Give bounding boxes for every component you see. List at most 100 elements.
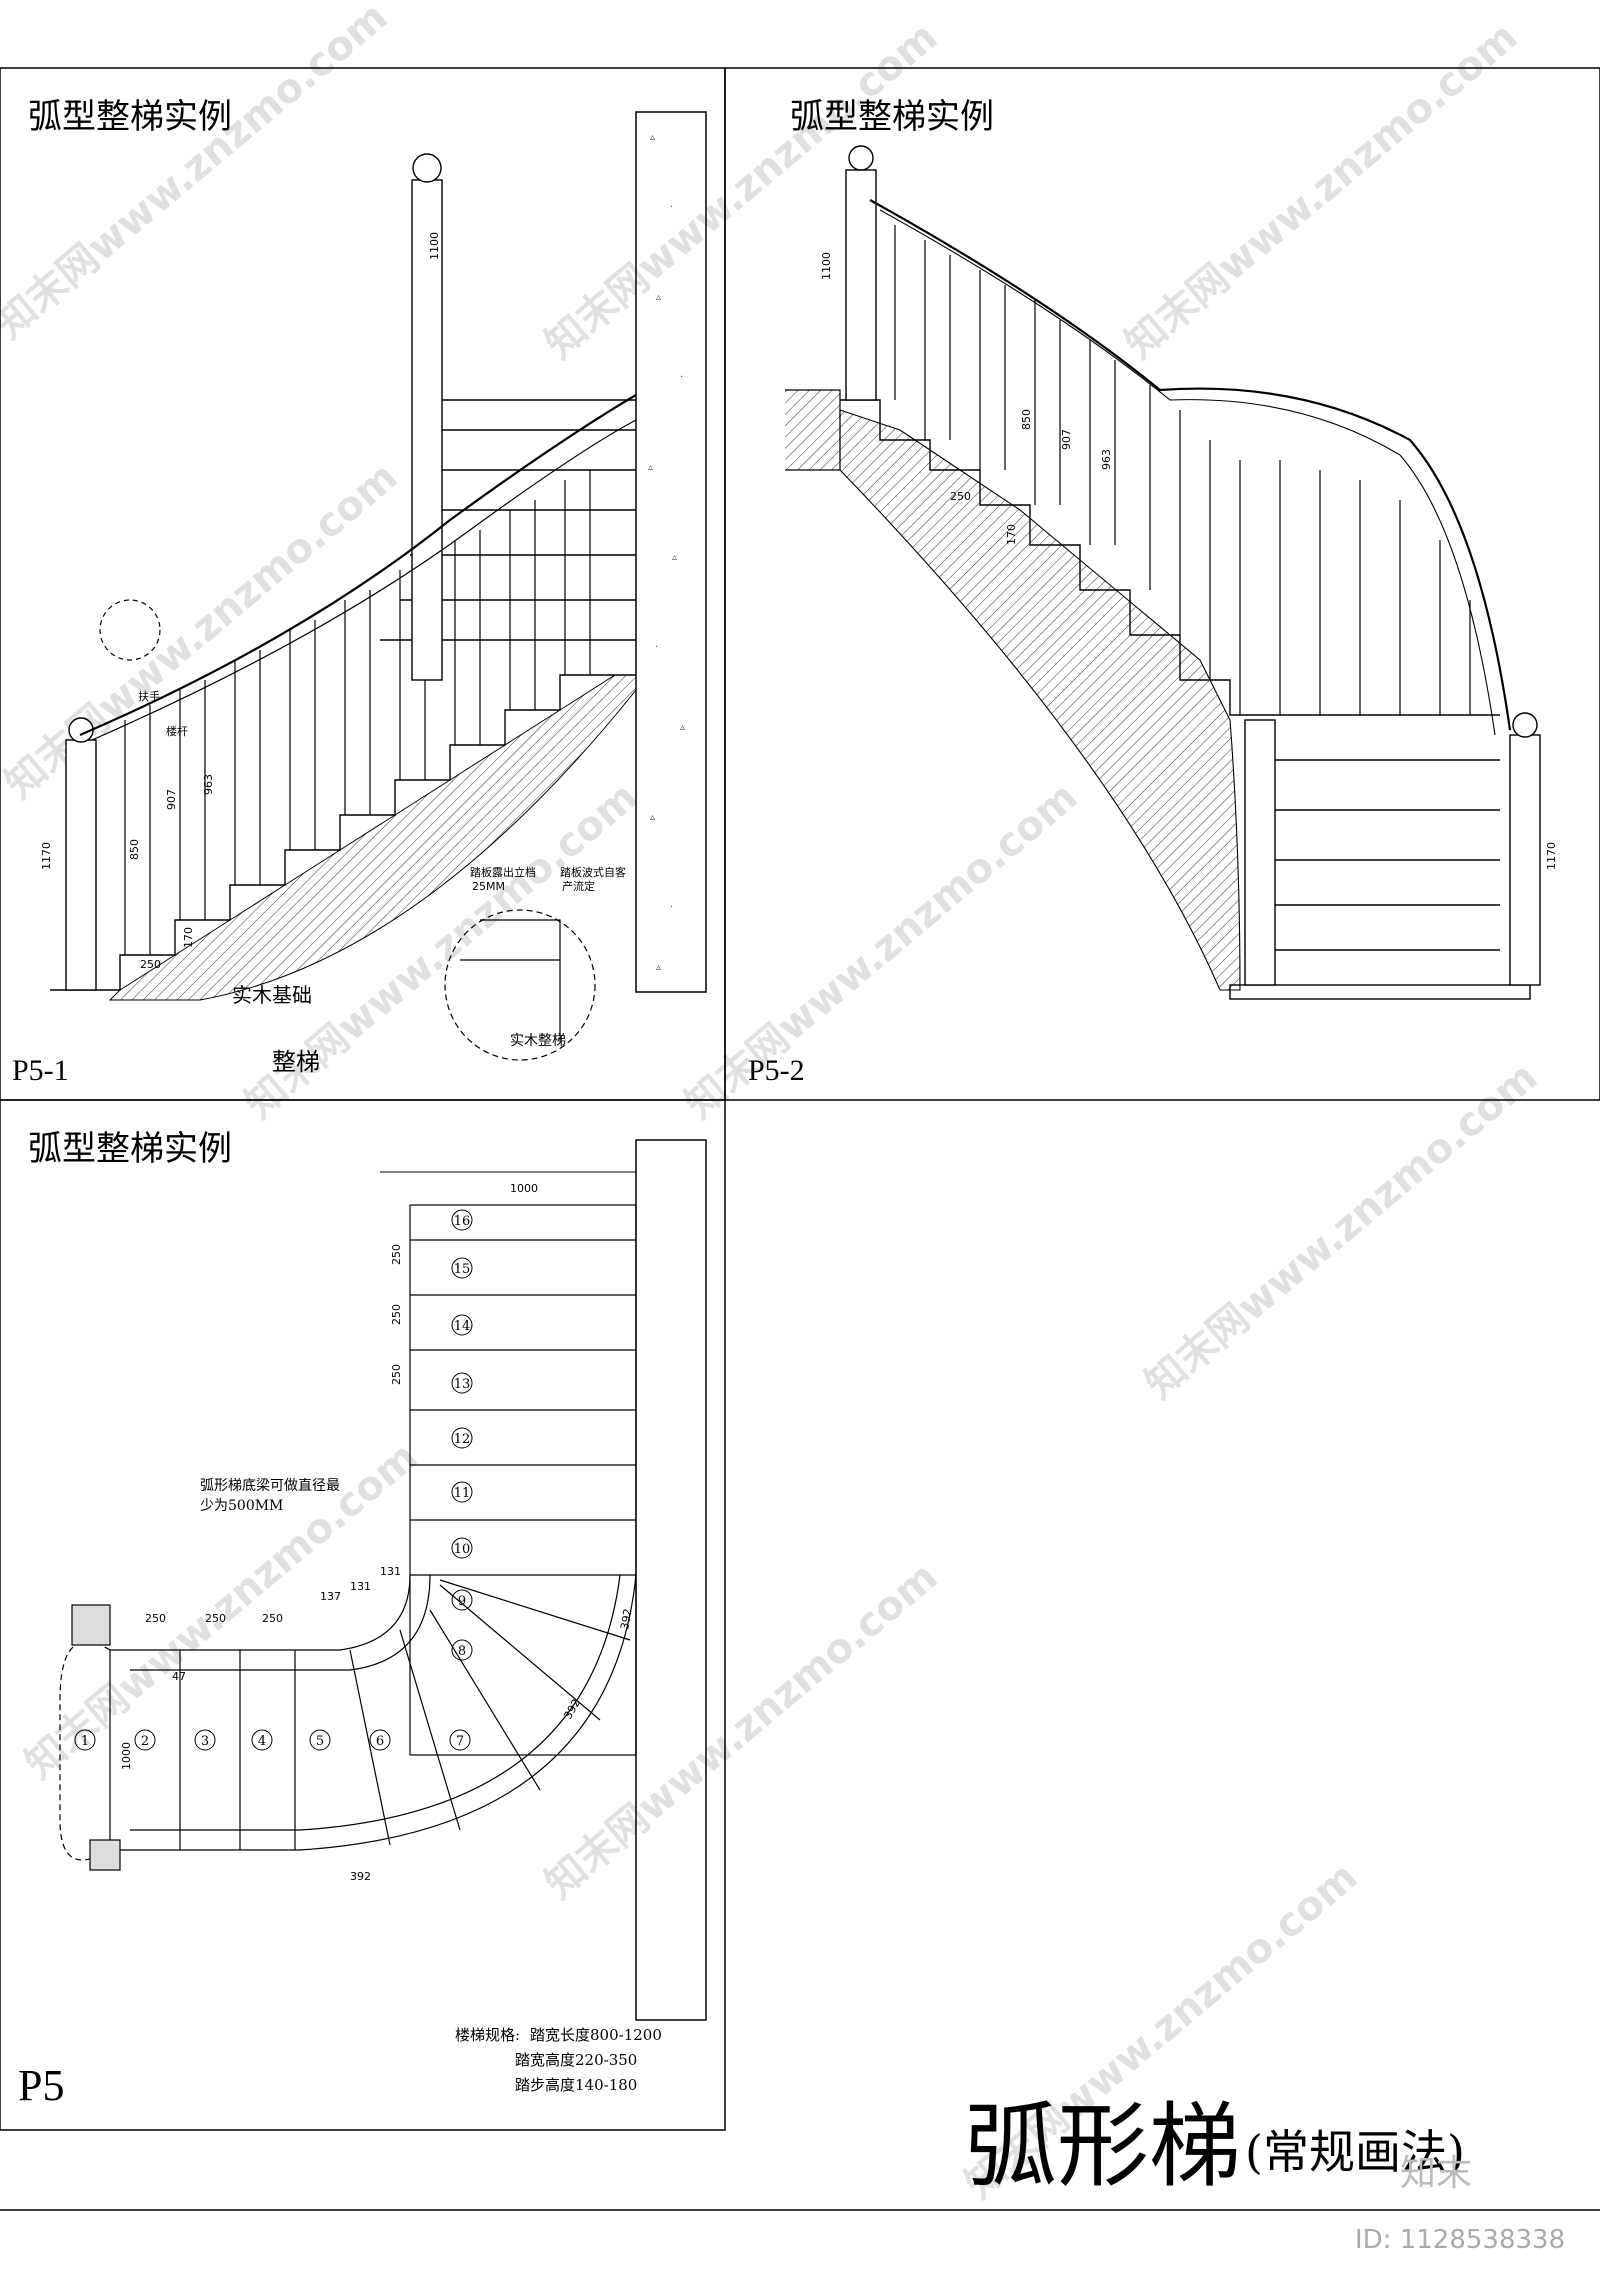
step-number: 6 — [376, 1734, 384, 1749]
svg-text:170: 170 — [1005, 524, 1018, 545]
svg-text:踏板波式自客: 踏板波式自客 — [560, 865, 626, 879]
spec-line: 踏宽长度800-1200 — [530, 2026, 662, 2044]
panel-code: P5 — [18, 2061, 64, 2110]
footer-title: 弧形梯 — [965, 2093, 1241, 2200]
step-number: 8 — [458, 1644, 466, 1659]
svg-text:250: 250 — [390, 1364, 403, 1385]
frame-p52 — [724, 67, 1600, 1101]
svg-text:产流定: 产流定 — [562, 879, 595, 893]
hatched-stringer — [839, 409, 1241, 991]
watermark: 知末网www.znzmo.com — [0, 0, 396, 348]
step-number: 3 — [201, 1734, 209, 1749]
watermark-layer: 知末网www.znzmo.com 知末网www.znzmo.com 知末网www… — [0, 0, 1546, 2208]
logo: 知末 — [1400, 2153, 1472, 2194]
svg-text:▵: ▵ — [672, 552, 677, 563]
svg-text:1000: 1000 — [120, 1742, 133, 1770]
svg-text:907: 907 — [1060, 429, 1073, 450]
svg-text:▵: ▵ — [650, 132, 655, 143]
svg-text:·: · — [670, 902, 673, 913]
svg-text:▵: ▵ — [656, 962, 661, 973]
svg-text:25MM: 25MM — [472, 880, 505, 893]
stair-steps — [840, 399, 1531, 1000]
footer: 弧形梯 (常规画法) 知末 ID: 1128538338 — [965, 2093, 1565, 2255]
base-label: 实木基础 — [232, 983, 312, 1007]
svg-text:392: 392 — [561, 1697, 583, 1722]
svg-text:1170: 1170 — [40, 842, 53, 870]
svg-text:踏板露出立档: 踏板露出立档 — [470, 865, 536, 879]
watermark: 知末网www.znzmo.com — [677, 774, 1086, 1128]
spec-line: 踏宽高度220-350 — [515, 2051, 637, 2069]
svg-text:392: 392 — [618, 1608, 634, 1631]
frame-p5 — [0, 1099, 726, 2131]
panel-code: P5-1 — [12, 1054, 69, 1087]
panel-p5-1: 弧型整梯实例 P5-1 整梯 ▵·▵ ·▵▵ ·▵▵ ·▵ 实木基础 — [12, 97, 707, 1087]
step-number: 7 — [456, 1734, 464, 1749]
panel-p5-2: 弧型整梯实例 P5-2 1100 1170 250 — [748, 97, 1558, 1087]
panel-p5: 弧型整梯实例 P5 1000 16 15 14 13 12 11 10 — [18, 1129, 707, 2110]
svg-text:·: · — [680, 372, 683, 383]
svg-text:1100: 1100 — [428, 232, 441, 260]
step-number: 14 — [454, 1319, 471, 1334]
svg-text:1100: 1100 — [820, 252, 833, 280]
panel-title: 弧型整梯实例 — [28, 1129, 232, 1169]
step-numbers: 16 15 14 13 12 11 10 9 8 7 6 5 4 3 2 1 — [74, 1209, 473, 1751]
beam-note: 少为500MM — [200, 1498, 283, 1514]
spec-line: 踏步高度140-180 — [515, 2076, 637, 2094]
beam-note: 弧形梯底梁可做直径最 — [200, 1477, 340, 1494]
panel-caption: 整梯 — [272, 1048, 320, 1076]
svg-text:47: 47 — [172, 1670, 186, 1683]
dimension-labels: 250 250 250 250 250 250 131 131 137 1000… — [120, 1244, 635, 1883]
svg-text:963: 963 — [1100, 449, 1113, 470]
step-number: 15 — [454, 1262, 471, 1277]
step-number: 4 — [258, 1734, 266, 1749]
svg-text:850: 850 — [128, 839, 141, 860]
step-number: 13 — [454, 1377, 471, 1392]
step-number: 12 — [454, 1432, 471, 1447]
handrail — [869, 199, 1512, 731]
svg-text:250: 250 — [262, 1612, 283, 1625]
watermark: 知末网www.znzmo.com — [537, 1554, 946, 1908]
newel-posts — [845, 145, 1541, 986]
svg-text:▵: ▵ — [656, 292, 661, 303]
step-number: 9 — [458, 1594, 466, 1609]
panel-title: 弧型整梯实例 — [790, 97, 994, 137]
wall: ▵·▵ ·▵▵ ·▵▵ ·▵ — [635, 111, 707, 993]
svg-text:137: 137 — [320, 1590, 341, 1603]
wall — [635, 1139, 707, 2021]
panel-title: 弧型整梯实例 — [28, 97, 232, 137]
dimension-labels: 1100 1170 250 170 850 907 963 — [820, 252, 1558, 870]
svg-text:扶手: 扶手 — [138, 689, 160, 703]
svg-text:131: 131 — [350, 1580, 371, 1593]
panel-code: P5-2 — [748, 1054, 805, 1087]
handrail — [79, 394, 637, 737]
image-id: ID: 1128538338 — [1355, 2225, 1565, 2255]
step-number: 5 — [316, 1734, 324, 1749]
svg-text:▵: ▵ — [650, 812, 655, 823]
svg-text:▵: ▵ — [648, 462, 653, 473]
detail-label: 实木整梯 — [510, 1033, 566, 1049]
svg-text:250: 250 — [950, 490, 971, 503]
plan-treads — [59, 1204, 637, 1871]
svg-text:250: 250 — [390, 1244, 403, 1265]
step-number: 16 — [454, 1214, 471, 1229]
svg-text:850: 850 — [1020, 409, 1033, 430]
svg-text:楼杆: 楼杆 — [166, 724, 188, 738]
svg-text:250: 250 — [140, 958, 161, 971]
svg-text:250: 250 — [390, 1304, 403, 1325]
newel-posts — [65, 153, 443, 991]
detail-notes: 踏板露出立档 25MM 踏板波式自客 产流定 — [470, 865, 626, 893]
panel-frames — [0, 67, 1600, 2211]
top-dimension: 1000 — [510, 1182, 538, 1195]
svg-text:▵: ▵ — [680, 722, 685, 733]
svg-text:·: · — [655, 642, 658, 653]
dimension-labels: 1170 1100 850 907 963 250 170 扶手 楼杆 — [40, 232, 441, 971]
svg-text:250: 250 — [205, 1612, 226, 1625]
step-number: 1 — [81, 1734, 89, 1749]
svg-text:131: 131 — [380, 1565, 401, 1578]
svg-text:1170: 1170 — [1545, 842, 1558, 870]
watermark: 知末网www.znzmo.com — [1117, 14, 1526, 368]
step-number: 10 — [454, 1542, 471, 1557]
watermark: 知末网www.znzmo.com — [1137, 1054, 1546, 1408]
stair-steps — [50, 399, 636, 991]
